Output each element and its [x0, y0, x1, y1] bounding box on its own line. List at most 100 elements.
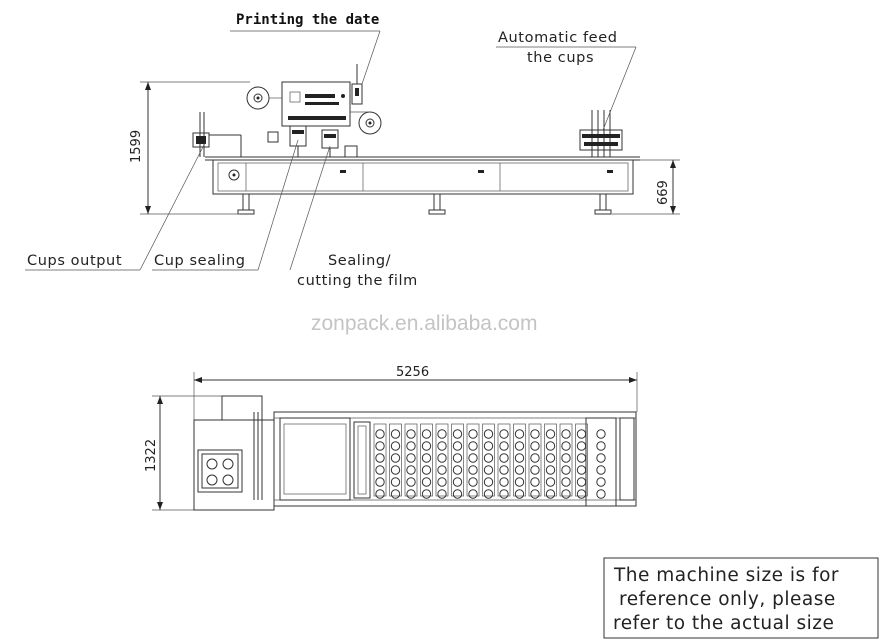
cup-cavity: [561, 477, 571, 487]
mould-strip: [559, 423, 573, 497]
cup-cavity: [375, 441, 385, 451]
cup-cavity: [437, 441, 447, 451]
cup-cavity: [483, 453, 494, 463]
cup-cavity: [514, 465, 525, 475]
cup-cavity: [514, 429, 525, 439]
note-line1: The machine size is for: [613, 565, 839, 586]
watermark: zonpack.en.alibaba.com: [311, 312, 537, 335]
mould-strip: [420, 423, 433, 497]
cup-cavity: [483, 429, 494, 439]
cup-cavity: [545, 477, 556, 487]
cup-cavity: [375, 477, 385, 487]
cup-cavity: [406, 477, 416, 487]
mould-strip: [373, 423, 387, 497]
cup-cavity: [390, 489, 401, 499]
cup-cavity: [483, 489, 494, 499]
cup-cavity: [530, 465, 540, 475]
cup-cavity: [514, 489, 525, 499]
note-line2: reference only, please: [619, 589, 836, 610]
feeder-cup: [596, 429, 606, 439]
label-printing-date: Printing the date: [236, 12, 379, 28]
cup-cavity: [437, 477, 447, 487]
dim-height-1599: 1599: [129, 130, 144, 163]
label-sealing-line1: Sealing/: [328, 253, 391, 269]
mould-strip: [513, 423, 526, 497]
cup-cavity: [468, 477, 478, 487]
cup-cavity: [530, 441, 540, 451]
mould-strip: [466, 423, 480, 497]
mould-strip: [451, 423, 464, 497]
cup-cavity: [452, 477, 463, 487]
cup-cavity: [530, 429, 540, 439]
note-line3: refer to the actual size: [613, 613, 834, 634]
cup-cavity: [576, 465, 587, 475]
cup-cavity: [545, 465, 556, 475]
cup-cavity: [561, 465, 571, 475]
mould-strip: [435, 423, 449, 497]
cup-cavity: [452, 465, 463, 475]
cup-cavity: [576, 489, 587, 499]
cup-cavity: [452, 453, 463, 463]
cup-cavity: [499, 453, 509, 463]
cup-cavity: [390, 453, 401, 463]
cup-cavity: [375, 465, 385, 475]
cup-cavity: [406, 453, 416, 463]
cup-cavity: [421, 429, 432, 439]
cup-cavity: [421, 465, 432, 475]
cup-cavity: [545, 429, 556, 439]
mould-strip: [497, 423, 511, 497]
cup-cavity: [499, 441, 509, 451]
cup-cavity: [406, 465, 416, 475]
label-automatic-feed-line1: Automatic feed: [498, 30, 618, 46]
mould-strip: [575, 423, 588, 497]
cup-cavity: [530, 453, 540, 463]
cup-cavity: [421, 489, 432, 499]
mould-strip: [528, 423, 542, 497]
cup-cavity: [468, 465, 478, 475]
cup-cavity: [499, 489, 509, 499]
cup-cavity: [576, 441, 587, 451]
cup-cavity: [561, 429, 571, 439]
cup-cavity: [561, 441, 571, 451]
dim-length-5256: 5256: [396, 365, 429, 380]
cup-cavity: [545, 441, 556, 451]
cup-cavity: [452, 489, 463, 499]
cup-cavity: [514, 441, 525, 451]
cup-cavity: [375, 429, 385, 439]
mould-strip: [544, 423, 557, 497]
label-cups-output: Cups output: [27, 253, 122, 269]
cup-cavity: [406, 489, 416, 499]
cup-cavity: [499, 429, 509, 439]
cup-cavity: [390, 465, 401, 475]
cup-cavity: [390, 441, 401, 451]
mould-strip: [389, 423, 402, 497]
cup-cavity: [468, 441, 478, 451]
cup-cavity: [421, 477, 432, 487]
feeder-cup: [596, 489, 606, 499]
note-box: [603, 557, 879, 639]
cup-cavity: [499, 477, 509, 487]
cup-cavity: [483, 477, 494, 487]
cup-cavity: [576, 453, 587, 463]
feeder-cup: [596, 477, 606, 487]
cup-cavity: [499, 465, 509, 475]
cup-cavity: [437, 429, 447, 439]
cup-cavity: [483, 441, 494, 451]
mould-strip: [404, 423, 418, 497]
cup-cavity: [421, 441, 432, 451]
cup-cavity: [576, 429, 587, 439]
cup-cavity: [576, 477, 587, 487]
cup-grid: [373, 423, 606, 499]
cup-cavity: [437, 453, 447, 463]
cup-cavity: [468, 489, 478, 499]
cup-cavity: [452, 429, 463, 439]
cup-cavity: [421, 453, 432, 463]
side-view: [192, 64, 640, 215]
cup-cavity: [375, 489, 385, 499]
label-sealing-line2: cutting the film: [297, 273, 418, 289]
cup-cavity: [437, 465, 447, 475]
cup-cavity: [530, 489, 540, 499]
cup-cavity: [545, 489, 556, 499]
cup-cavity: [452, 441, 463, 451]
